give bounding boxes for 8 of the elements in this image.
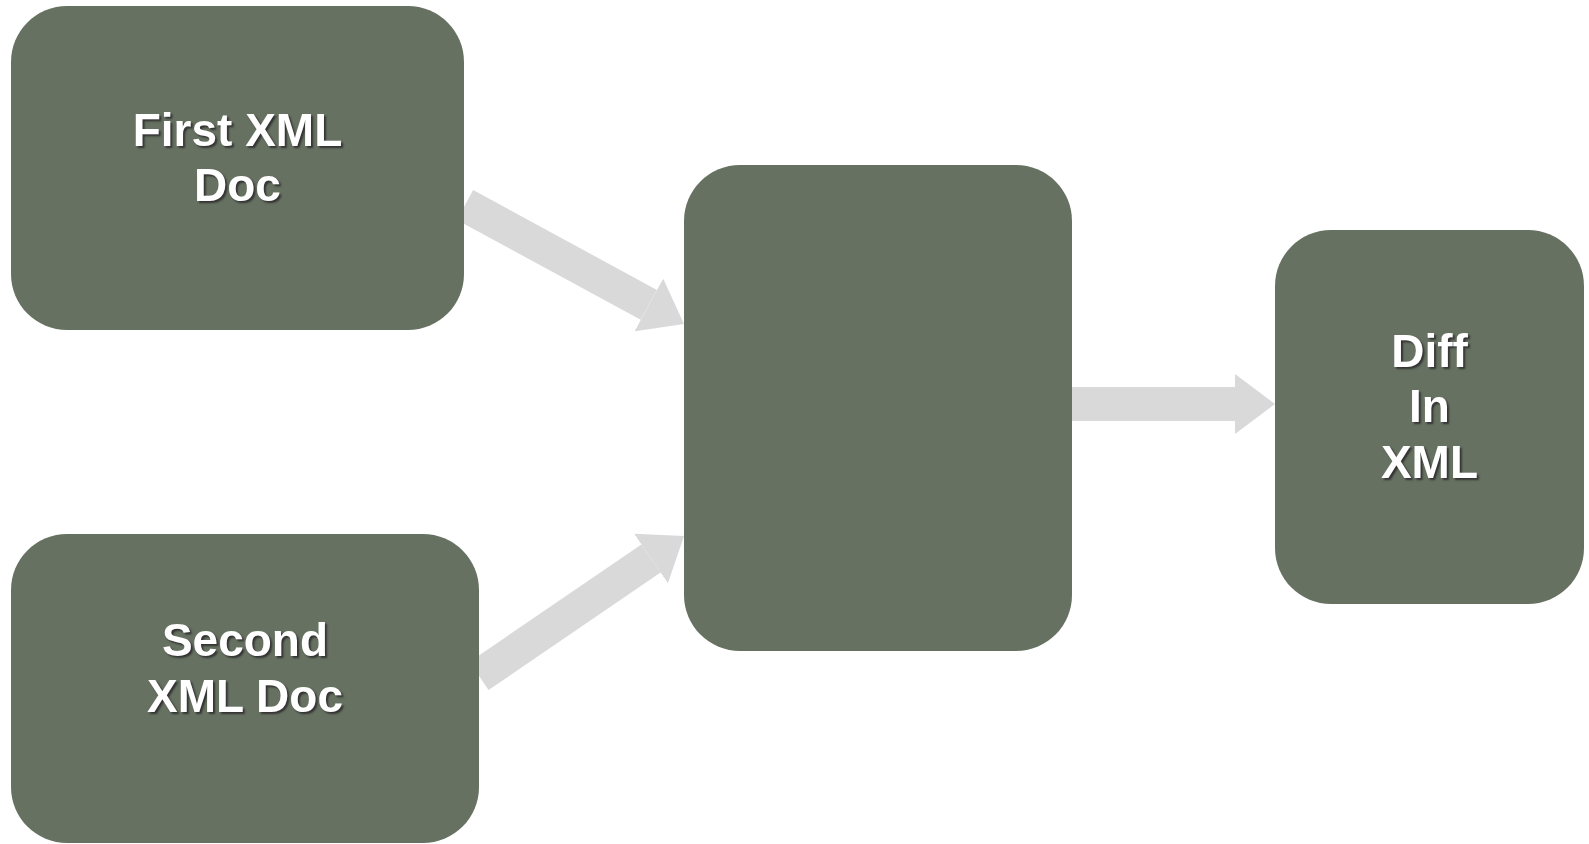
block-arrow [1072, 374, 1275, 434]
rounded-box [11, 534, 479, 843]
node-label: Second XML Doc [146, 613, 344, 724]
node-label: Diff In XML [1379, 324, 1480, 490]
node-label: First XML Doc [131, 102, 344, 213]
rounded-box [1275, 230, 1584, 604]
rounded-box [11, 6, 464, 330]
rounded-box [684, 165, 1072, 651]
